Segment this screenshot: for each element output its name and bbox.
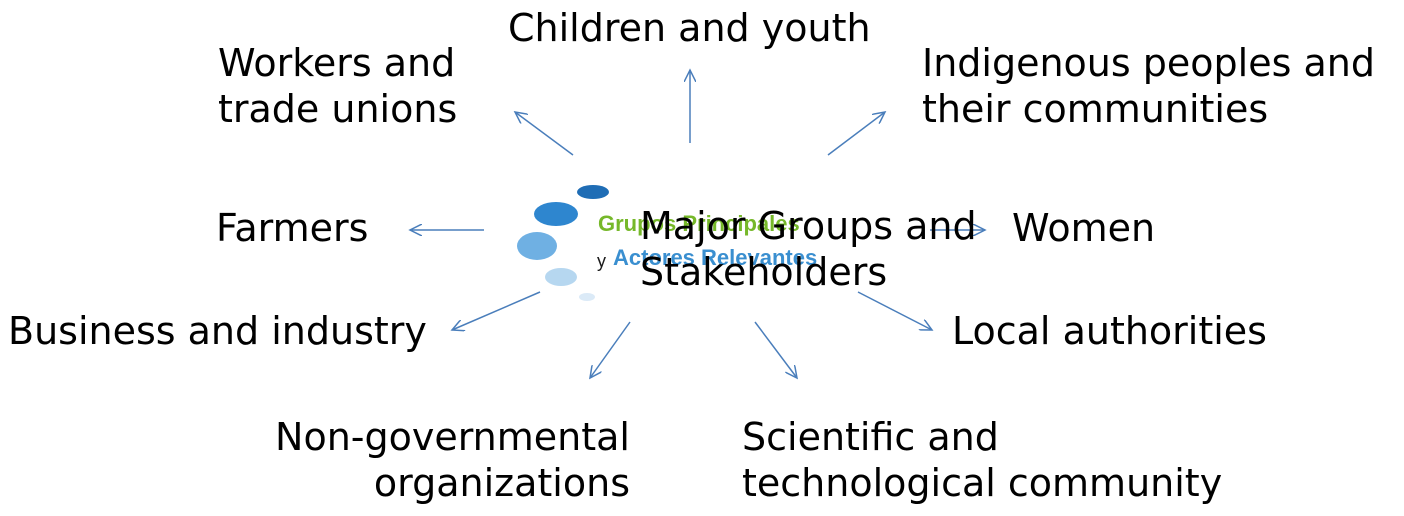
label-children-youth: Children and youth — [508, 6, 871, 50]
label-business: Business and industry — [8, 309, 427, 353]
arrow-ngo — [590, 321, 631, 378]
label-indigenous-line1: Indigenous peoples and — [922, 41, 1375, 85]
label-workers: Workers and trade unions — [218, 40, 457, 132]
label-local-authorities: Local authorities — [952, 309, 1267, 353]
arrow-local-authorities — [857, 291, 932, 330]
label-workers-line2: trade unions — [218, 87, 458, 131]
label-scientific-line2: technological community — [742, 461, 1223, 505]
center-label: Major Groups and Stakeholders — [640, 203, 977, 295]
logo-prefix: y — [597, 251, 606, 271]
label-ngo-line1: Non-governmental — [275, 415, 630, 459]
center-label-line1: Major Groups and — [640, 204, 977, 248]
arrow-workers — [515, 112, 574, 156]
arrow-scientific — [754, 321, 797, 378]
label-scientific-line1: Scientific and — [742, 415, 999, 459]
logo-line1: Grupos Principales — [598, 211, 800, 236]
label-indigenous-line2: their communities — [922, 87, 1269, 131]
logo-ellipses — [517, 185, 609, 301]
arrow-business — [452, 291, 541, 330]
arrow-indigenous — [827, 112, 885, 156]
label-women: Women — [1012, 206, 1156, 250]
label-ngo: Non-governmental organizations — [250, 414, 630, 506]
label-workers-line1: Workers and — [218, 41, 456, 85]
label-indigenous: Indigenous peoples and their communities — [922, 40, 1375, 132]
label-ngo-line2: organizations — [373, 461, 630, 505]
center-label-line2: Stakeholders — [640, 250, 888, 294]
label-scientific: Scientific and technological community — [742, 414, 1222, 506]
logo-line2: Actores Relevantes — [613, 245, 818, 270]
label-farmers: Farmers — [216, 206, 369, 250]
